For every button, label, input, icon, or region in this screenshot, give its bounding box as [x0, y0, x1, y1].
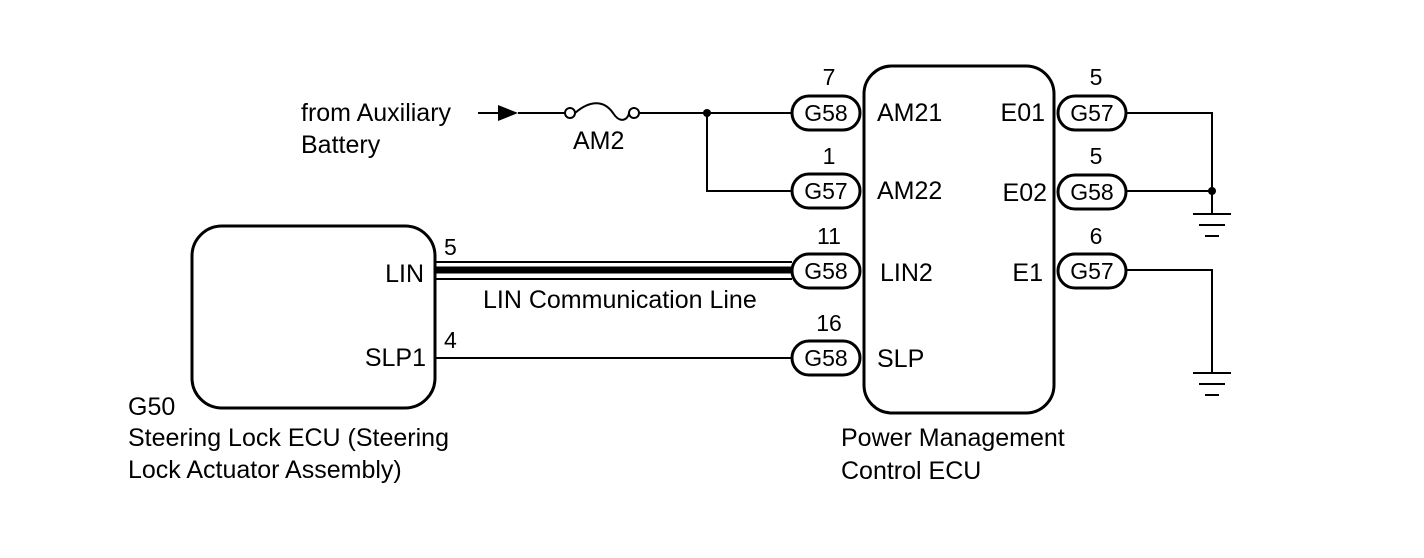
pin-lin2: 11 — [817, 223, 841, 249]
steering-ecu-name-line2: Lock Actuator Assembly) — [128, 456, 402, 484]
terminal-am22: AM22 — [877, 177, 942, 205]
connector-e1-label: G57 — [1070, 258, 1113, 284]
connector-e01-label: G57 — [1070, 100, 1113, 126]
connector-lin2-label: G58 — [804, 258, 847, 284]
fuse-am2 — [564, 102, 640, 121]
lin-communication-line — [435, 261, 792, 280]
connector-am21: G58 — [790, 94, 862, 132]
steering-lock-ecu-box — [190, 224, 437, 410]
pin-am21: 7 — [823, 64, 836, 90]
power-management-ecu-box — [862, 64, 1056, 415]
terminal-e1: E1 — [1012, 259, 1043, 287]
ground-symbol-2 — [1193, 372, 1231, 396]
terminal-e02: E02 — [1003, 179, 1047, 207]
terminal-e01: E01 — [1001, 99, 1045, 127]
connector-e02-label: G58 — [1070, 179, 1113, 205]
source-label-line1: from Auxiliary — [301, 99, 452, 127]
source-arrow — [478, 105, 518, 121]
wire-e01-ground — [1126, 112, 1213, 213]
pin-e01: 5 — [1090, 64, 1103, 90]
connector-slp: G58 — [790, 339, 862, 377]
terminal-slp: SLP — [877, 345, 924, 373]
lin-line-label: LIN Communication Line — [483, 286, 757, 314]
source-label-line2: Battery — [301, 131, 381, 159]
wire-e1-ground — [1126, 269, 1213, 372]
pin-lin: 5 — [444, 234, 457, 260]
pin-slp1: 4 — [444, 327, 457, 353]
power-ecu-name-line1: Power Management — [841, 424, 1065, 452]
steering-ecu-name-line1: Steering Lock ECU (Steering — [128, 424, 449, 452]
connector-am22-label: G57 — [804, 178, 847, 204]
connector-e02: G58 — [1056, 173, 1128, 211]
pin-slp: 16 — [816, 310, 842, 336]
connector-am21-label: G58 — [804, 100, 847, 126]
connector-am22: G57 — [790, 172, 862, 210]
terminal-lin2: LIN2 — [880, 259, 933, 287]
connector-lin2: G58 — [790, 252, 862, 290]
steering-ecu-code: G50 — [128, 393, 175, 421]
ground-symbol-1 — [1193, 213, 1231, 237]
connector-slp-label: G58 — [804, 345, 847, 371]
wire-splice-am22 — [706, 113, 792, 192]
terminal-slp1: SLP1 — [365, 344, 426, 372]
connector-e1: G57 — [1056, 252, 1128, 290]
connector-e01: G57 — [1056, 94, 1128, 132]
power-ecu-name-line2: Control ECU — [841, 457, 981, 485]
terminal-am21: AM21 — [877, 99, 942, 127]
terminal-lin: LIN — [385, 260, 424, 288]
fuse-label: AM2 — [573, 127, 624, 155]
pin-am22: 1 — [823, 143, 836, 169]
pin-e1: 6 — [1090, 223, 1103, 249]
ground-splice-dot — [1208, 187, 1216, 195]
pin-e02: 5 — [1090, 143, 1103, 169]
